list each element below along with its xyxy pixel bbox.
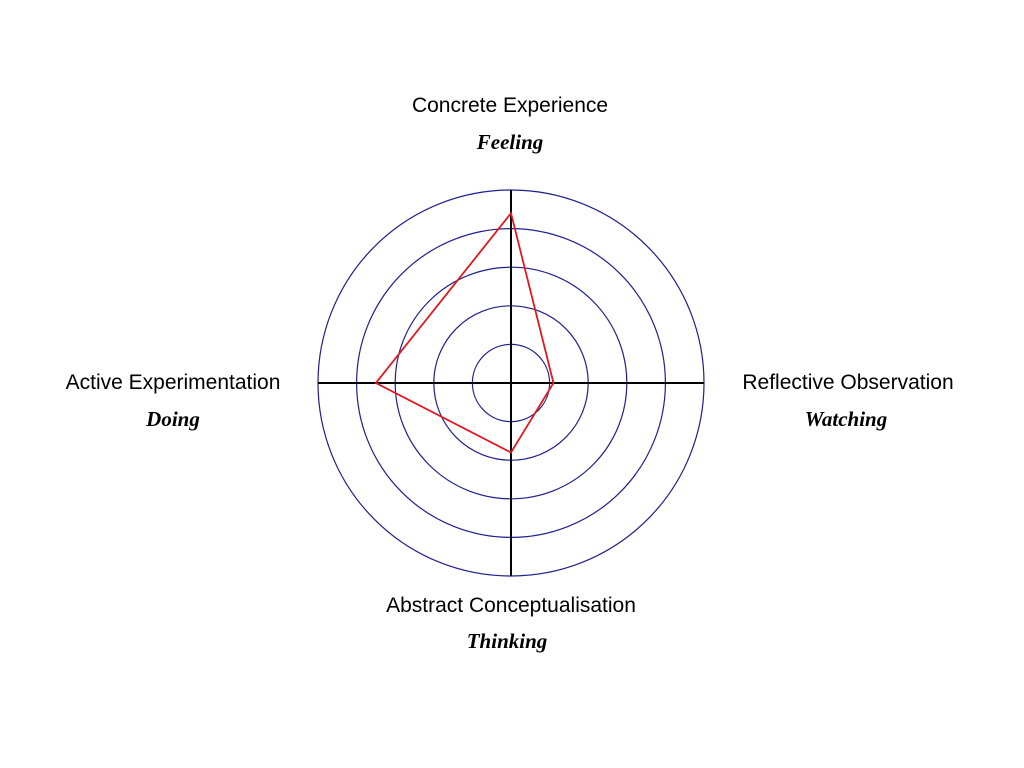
axis-sublabel-right: Watching	[804, 407, 888, 431]
axis-sublabel-top: Feeling	[476, 130, 544, 154]
axis-sublabel-bottom: Thinking	[466, 629, 548, 653]
axis-label-bottom: Abstract Conceptualisation	[386, 594, 636, 617]
axis-label-left: Active Experimentation	[65, 371, 281, 394]
data-polygon	[374, 211, 555, 454]
axis-group	[318, 190, 704, 576]
axis-label-top: Concrete Experience	[411, 94, 609, 117]
polygon-group	[374, 211, 555, 454]
axis-label-right: Reflective Observation	[742, 371, 954, 394]
axis-sublabel-left: Doing	[146, 407, 200, 431]
